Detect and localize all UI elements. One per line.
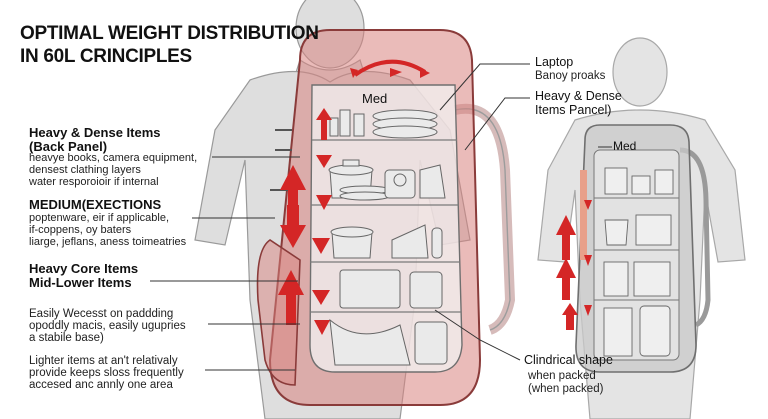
label-cylindrical-2: when packed	[528, 370, 596, 382]
label-lighter-body-1: Lighter items at an't relativaly	[29, 355, 178, 367]
label-medium-body-1: poptenware, eir if applicable,	[29, 212, 170, 224]
label-heavy-dense-heading-2: (Back Panel)	[29, 139, 108, 154]
main-backpack	[256, 29, 516, 406]
label-lighter-body-2: provide keeps sloss frequently	[29, 367, 184, 379]
label-medium-heading: MEDIUM(EXECTIONS	[29, 197, 162, 212]
label-heavy-dense-right-1: Heavy & Dense	[535, 89, 622, 103]
label-heavy-dense-body-2: densest clathing layers	[29, 164, 141, 176]
title-line-1: OPTIMAL WEIGHT DISTRIBUTION	[20, 23, 319, 44]
label-core-heading-2: Mid-Lower Items	[29, 275, 132, 290]
main-pack-med-label: Med	[362, 91, 388, 106]
label-heavy-dense-body-3: water resporoioir if internal	[29, 176, 159, 188]
label-heavy-dense-right-2: Items Pancel)	[535, 103, 612, 117]
label-cylindrical-1: Clindrical shape	[524, 353, 613, 367]
small-pack-med-label: Med	[613, 139, 637, 153]
label-base-body-3: a stabile base)	[29, 332, 104, 344]
leader-lines	[150, 63, 612, 371]
label-base-body-1: Easily Wecesst on paddding	[29, 308, 174, 320]
label-core-heading-1: Heavy Core Items	[29, 261, 139, 276]
label-medium-body-3: liarge, jeflans, aness toimeatries	[29, 236, 187, 248]
title-line-2: IN 60L CRINCIPLES	[20, 46, 192, 67]
label-lighter-body-3: accesed anc annly one area	[29, 379, 173, 391]
small-backpack	[556, 124, 711, 373]
label-heavy-dense-heading-1: Heavy & Dense Items	[29, 125, 161, 140]
label-laptop-body: Banoy proaks	[535, 70, 606, 82]
label-laptop-heading: Laptop	[535, 55, 574, 69]
label-cylindrical-3: (when packed)	[528, 383, 604, 395]
label-medium-body-2: if-coppens, oy baters	[29, 224, 132, 236]
label-base-body-2: opoddly macis, easily ugupries	[29, 320, 186, 332]
label-heavy-dense-body-1: heavye books, camera equipment,	[29, 152, 198, 164]
